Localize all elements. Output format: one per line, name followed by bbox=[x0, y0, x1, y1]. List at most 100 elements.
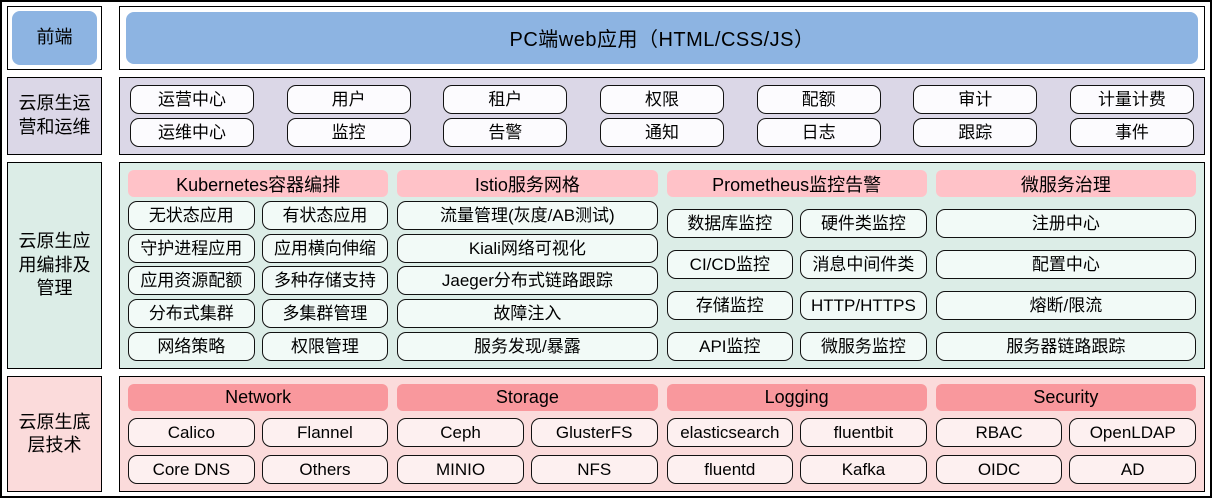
item-box: 配额 bbox=[756, 85, 881, 115]
item-box: 租户 bbox=[443, 85, 568, 115]
item-row: 注册中心 bbox=[935, 209, 1196, 238]
item-box: 运维中心 bbox=[130, 117, 254, 147]
item-box: Ceph bbox=[397, 418, 524, 448]
item-box: 存储监控 bbox=[666, 290, 794, 320]
item-row: 服务发现/暴露 bbox=[397, 331, 658, 361]
item-box: 消息中间件类 bbox=[800, 249, 927, 279]
item-box: GlusterFS bbox=[530, 418, 658, 448]
item-box: Core DNS bbox=[128, 455, 255, 485]
item-box: Calico bbox=[128, 418, 255, 448]
item-box: 故障注入 bbox=[397, 299, 658, 329]
item-box: 微服务监控 bbox=[800, 331, 927, 361]
item-row: 故障注入 bbox=[397, 299, 658, 329]
item-box: 流量管理(灰度/AB测试) bbox=[397, 200, 658, 230]
item-row: Jaeger分布式链路跟踪 bbox=[397, 266, 658, 296]
item-box: 审计 bbox=[913, 85, 1038, 115]
column-header: Prometheus监控告警 bbox=[666, 170, 927, 198]
item-box: Jaeger分布式链路跟踪 bbox=[397, 266, 658, 296]
item-box: 运营中心 bbox=[130, 85, 254, 115]
column-header: Security bbox=[935, 383, 1196, 411]
item-box: fluentbit bbox=[800, 418, 927, 448]
item-box: 告警 bbox=[443, 117, 568, 147]
item-box: 硬件类监控 bbox=[800, 209, 927, 238]
column-header: 微服务治理 bbox=[935, 170, 1196, 198]
item-box: 事件 bbox=[1069, 117, 1194, 147]
item-box: 计量计费 bbox=[1069, 85, 1194, 115]
ops-row: 运营中心用户租户权限配额审计计量计费 bbox=[130, 85, 1194, 115]
item-box: OIDC bbox=[935, 455, 1063, 485]
orchestration-panel: Kubernetes容器编排无状态应用有状态应用守护进程应用应用横向伸缩应用资源… bbox=[119, 162, 1205, 369]
item-box: elasticsearch bbox=[666, 418, 794, 448]
item-box: 权限管理 bbox=[261, 331, 389, 361]
item-box: 通知 bbox=[599, 117, 724, 147]
item-box: 监控 bbox=[286, 117, 411, 147]
ops-band: 云原生运营和运维 运营中心用户租户权限配额审计计量计费运维中心监控告警通知日志跟… bbox=[7, 76, 1205, 156]
item-row: 分布式集群多集群管理 bbox=[128, 299, 389, 329]
item-row: 服务器链路跟踪 bbox=[935, 331, 1196, 361]
item-box: 应用资源配额 bbox=[128, 266, 255, 296]
item-box: 跟踪 bbox=[913, 117, 1038, 147]
item-box: fluentd bbox=[666, 455, 794, 485]
item-row: CI/CD监控消息中间件类 bbox=[666, 249, 927, 279]
item-box: 分布式集群 bbox=[128, 299, 255, 329]
item-box: AD bbox=[1069, 455, 1196, 485]
orchestration-side-label: 云原生应用编排及管理 bbox=[7, 162, 102, 369]
orchestration-band: 云原生应用编排及管理 Kubernetes容器编排无状态应用有状态应用守护进程应… bbox=[7, 162, 1205, 369]
ops-side-label: 云原生运营和运维 bbox=[7, 76, 102, 156]
column-header: Network bbox=[128, 383, 389, 411]
item-row: 应用资源配额多种存储支持 bbox=[128, 266, 389, 296]
item-row: 熔断/限流 bbox=[935, 290, 1196, 320]
column-header: Logging bbox=[666, 383, 927, 411]
item-box: NFS bbox=[530, 455, 658, 485]
item-box: 服务发现/暴露 bbox=[397, 331, 658, 361]
item-box: CI/CD监控 bbox=[666, 249, 794, 279]
column-header: Kubernetes容器编排 bbox=[128, 170, 389, 198]
item-row: 流量管理(灰度/AB测试) bbox=[397, 200, 658, 230]
ops-row: 运维中心 监控 告警 通知 日志 跟踪 事件 bbox=[130, 117, 1194, 147]
item-box: 配置中心 bbox=[935, 249, 1196, 279]
frontend-side-label: 前端 bbox=[7, 6, 102, 70]
item-box: OpenLDAP bbox=[1069, 418, 1196, 448]
item-box: Flannel bbox=[261, 418, 389, 448]
item-box: HTTP/HTTPS bbox=[800, 290, 927, 320]
infrastructure-side-label: 云原生底层技术 bbox=[7, 375, 102, 493]
item-box: RBAC bbox=[935, 418, 1063, 448]
item-box: 应用横向伸缩 bbox=[261, 233, 389, 263]
item-box: 日志 bbox=[756, 117, 881, 147]
item-box: 权限 bbox=[599, 85, 724, 115]
item-row: API监控微服务监控 bbox=[666, 331, 927, 361]
item-box: API监控 bbox=[666, 331, 794, 361]
item-box: Others bbox=[261, 455, 389, 485]
item-box: 注册中心 bbox=[935, 209, 1196, 238]
item-box: 服务器链路跟踪 bbox=[935, 331, 1196, 361]
item-row: 数据库监控硬件类监控 bbox=[666, 209, 927, 238]
frontend-label: 前端 bbox=[12, 11, 97, 65]
frontend-panel: PC端web应用（HTML/CSS/JS） bbox=[119, 6, 1205, 70]
item-box: Kiali网络可视化 bbox=[397, 233, 658, 263]
item-row: Kiali网络可视化 bbox=[397, 233, 658, 263]
category-column: Kubernetes容器编排无状态应用有状态应用守护进程应用应用横向伸缩应用资源… bbox=[128, 170, 389, 361]
item-box: 数据库监控 bbox=[666, 209, 794, 238]
item-row: 网络策略权限管理 bbox=[128, 331, 389, 361]
item-box: 网络策略 bbox=[128, 331, 255, 361]
item-box: 多集群管理 bbox=[261, 299, 389, 329]
item-row: 守护进程应用应用横向伸缩 bbox=[128, 233, 389, 263]
